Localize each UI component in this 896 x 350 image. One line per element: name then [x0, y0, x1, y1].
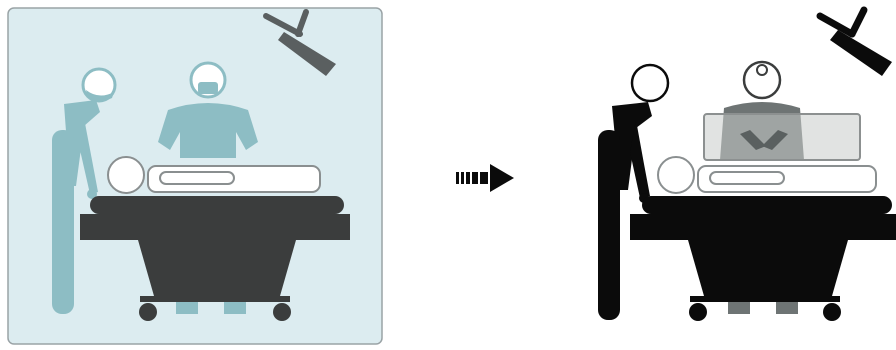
operating-table-right	[630, 196, 896, 321]
surgical-lamp-icon	[820, 10, 892, 76]
patient-right	[658, 157, 876, 193]
isolation-enclosure	[704, 114, 860, 160]
right-panel	[598, 10, 896, 321]
dashed-right-arrow-icon	[456, 164, 514, 192]
left-panel	[8, 8, 382, 344]
staff-member-right	[598, 65, 668, 320]
